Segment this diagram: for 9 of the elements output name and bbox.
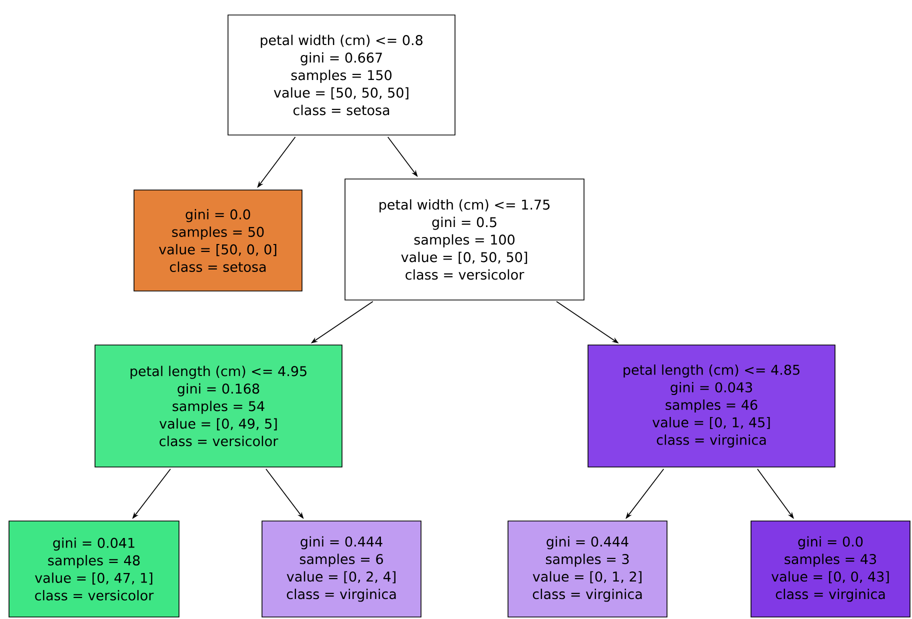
tree-node-box: gini = 0.444 samples = 3 value = [0, 1, 2] class = virginica <box>508 520 668 618</box>
tree-node-box: gini = 0.041 samples = 48 value = [0, 47, 1] class = versicolor <box>8 520 180 618</box>
tree-node-box: petal length (cm) <= 4.95 gini = 0.168 samples = 54 value = [0, 49, 5] class = versicolor <box>94 344 342 468</box>
tree-node-box: petal width (cm) <= 0.8 gini = 0.667 samples = 150 value = [50, 50, 50] class = setosa <box>228 14 456 136</box>
tree-node-box: gini = 0.444 samples = 6 value = [0, 2, 4] class = virginica <box>262 520 422 618</box>
tree-node-box: petal length (cm) <= 4.85 gini = 0.043 samples = 46 value = [0, 1, 45] class = virginica <box>588 344 836 468</box>
tree-node-box: gini = 0.0 samples = 50 value = [50, 0, 0] class = setosa <box>134 190 302 292</box>
tree-node-box: petal width (cm) <= 1.75 gini = 0.5 samples = 100 value = [0, 50, 50] class = versicolor <box>344 178 584 300</box>
tree-node-box: gini = 0.0 samples = 43 value = [0, 0, 43] class = virginica <box>750 520 910 618</box>
